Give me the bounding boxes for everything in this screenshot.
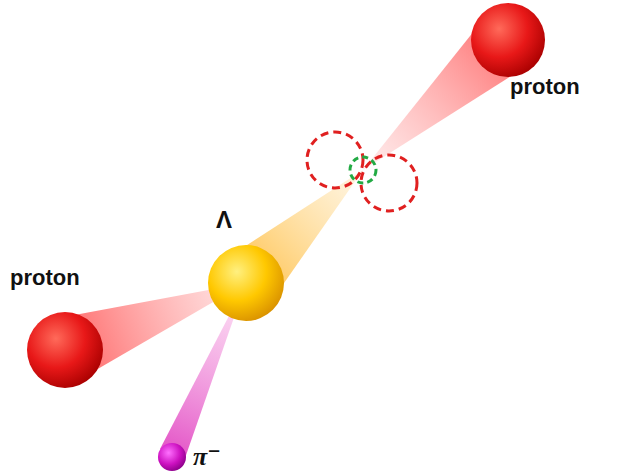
- particle-label: Λ: [216, 208, 232, 232]
- particle-label: π⁻: [193, 444, 221, 470]
- proton-ball: [27, 312, 103, 388]
- lambda-ball: [208, 245, 284, 321]
- vertex-circle: [350, 157, 376, 183]
- proton-ball: [471, 3, 545, 77]
- pion-ball: [158, 443, 186, 471]
- particle-label: proton: [10, 267, 80, 289]
- particle-label: proton: [510, 76, 580, 98]
